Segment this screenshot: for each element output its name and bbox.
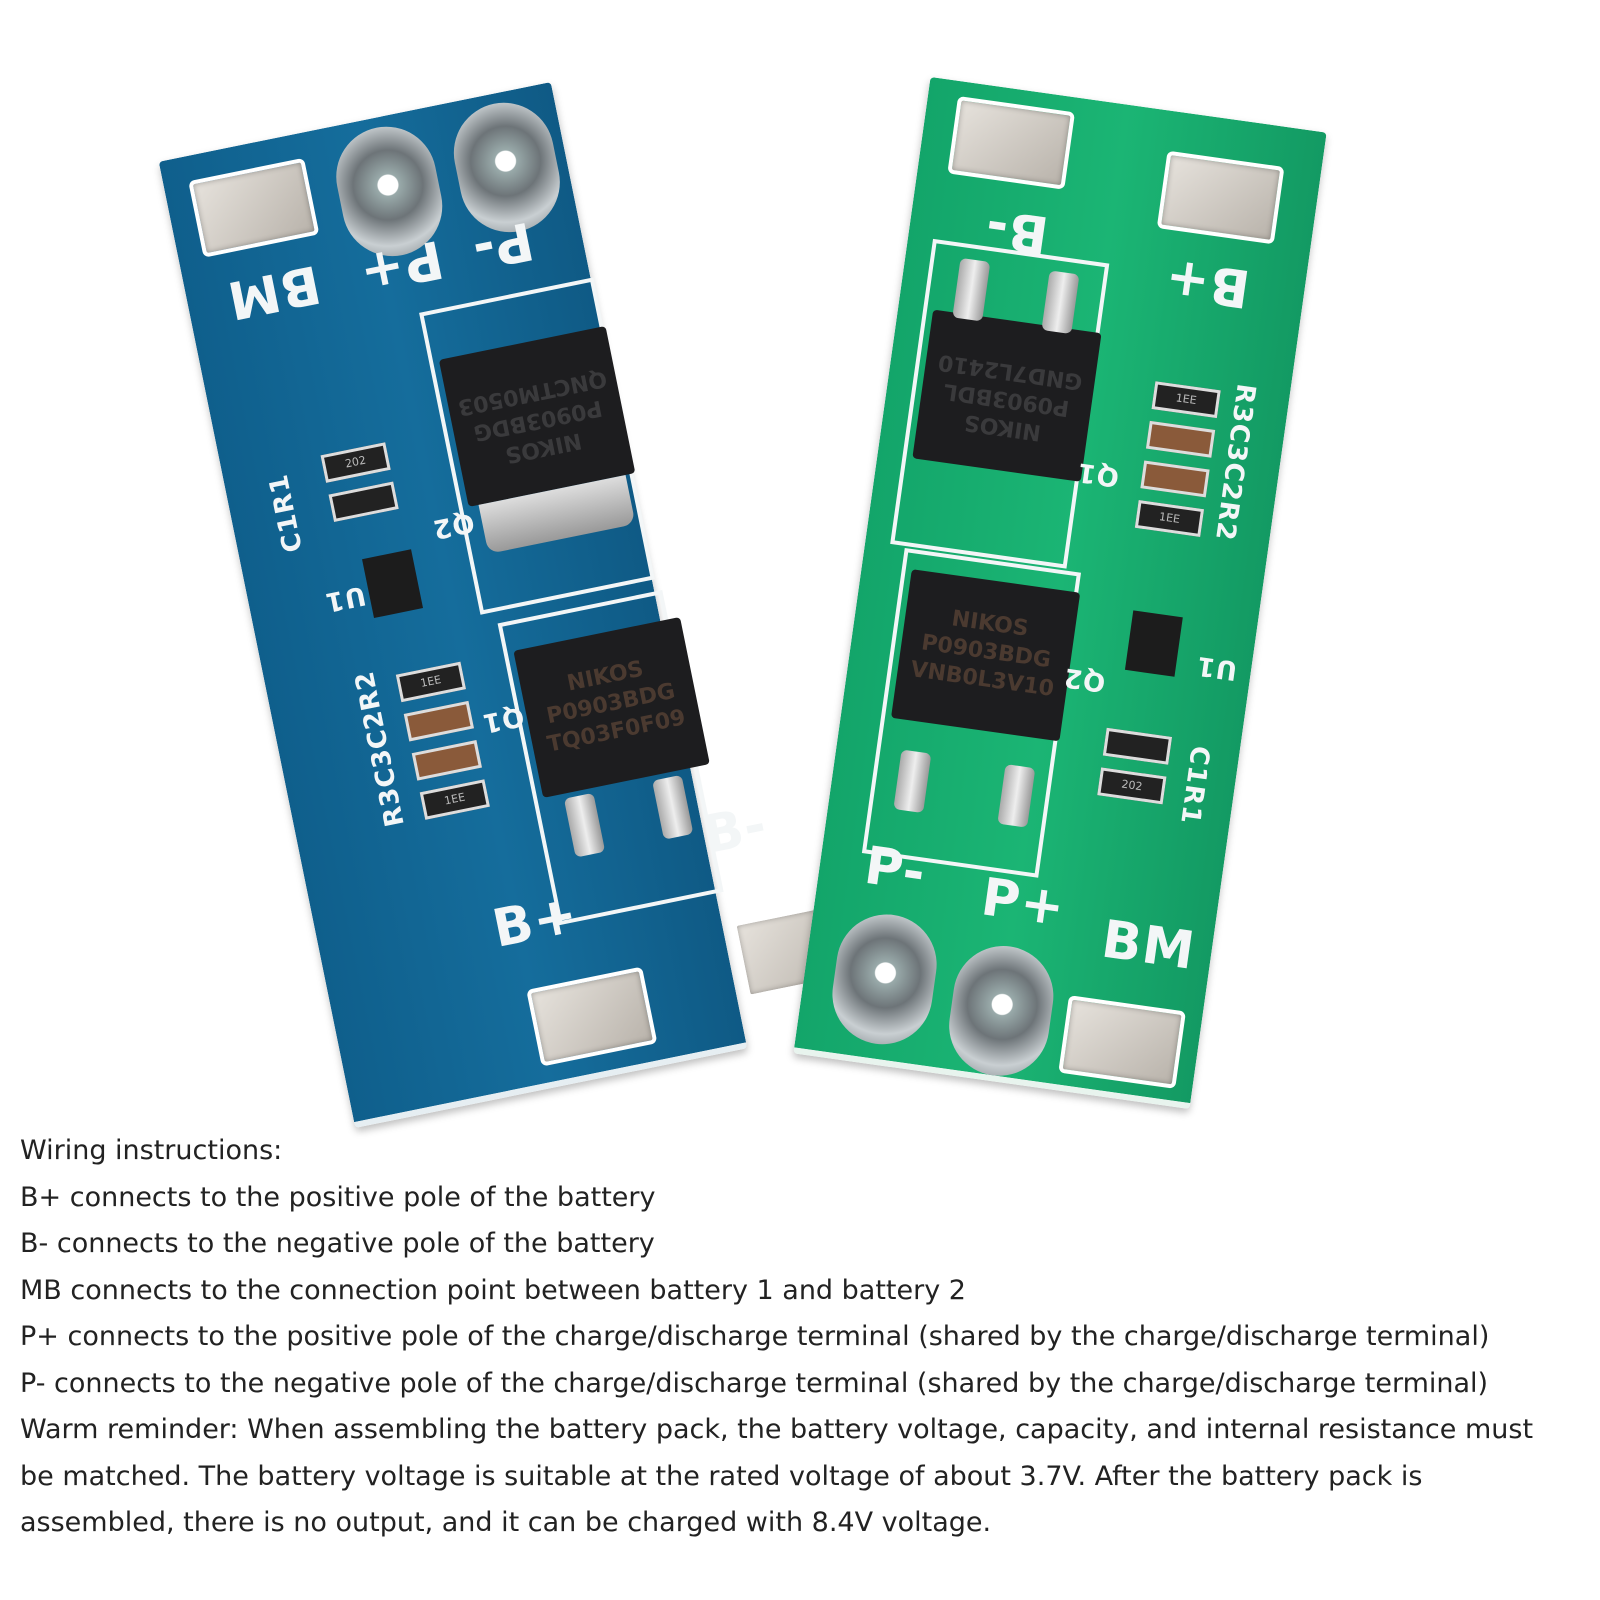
instruction-line: Warm reminder: When assembling the batte… bbox=[20, 1414, 1534, 1445]
resistor-r3: 1EE bbox=[1151, 381, 1221, 419]
silk-q2: Q2 bbox=[1061, 661, 1108, 698]
capacitor-c2 bbox=[1140, 460, 1210, 498]
silk-p-plus: P+ bbox=[977, 867, 1069, 939]
silk-c1r1: C1R1 bbox=[263, 471, 309, 555]
silk-bm: BM bbox=[1098, 909, 1199, 982]
instruction-line: B+ connects to the positive pole of the … bbox=[20, 1181, 656, 1213]
mosfet-q1: NIKOS P0903BDL GND7L2410 bbox=[912, 309, 1102, 482]
b-plus-pad bbox=[1156, 150, 1285, 245]
pcb-board-green: B- B+ NIKOS P0903BDL GND7L2410 Q1 1EE 1E… bbox=[793, 76, 1327, 1110]
protection-ic-u1 bbox=[1124, 610, 1183, 677]
instruction-line: assembled, there is no output, and it ca… bbox=[20, 1507, 992, 1538]
capacitor-c1 bbox=[1102, 727, 1173, 765]
capacitor-c1 bbox=[328, 481, 399, 523]
silk-b-minus: B- bbox=[698, 794, 773, 866]
silk-b-plus: B+ bbox=[487, 884, 584, 960]
resistor-r2: 1EE bbox=[395, 661, 467, 703]
silk-bm: BM bbox=[221, 252, 326, 331]
silk-b-plus: B+ bbox=[1160, 246, 1254, 319]
silk-u1: U1 bbox=[321, 579, 369, 618]
pcb-board-blue: BM P+ P- NIKOS P0903BDG QNCTM0503 Q2 202… bbox=[158, 82, 864, 1128]
resistor-r1: 202 bbox=[320, 442, 391, 483]
bm-pad bbox=[1058, 995, 1186, 1089]
silk-u1: U1 bbox=[1194, 649, 1240, 686]
instruction-line: be matched. The battery voltage is suita… bbox=[20, 1460, 1423, 1492]
instruction-line: B- connects to the negative pole of the … bbox=[20, 1228, 655, 1259]
p-minus-solder-hole bbox=[825, 908, 944, 1051]
capacitor-c3 bbox=[1145, 420, 1216, 458]
silk-q1: Q1 bbox=[1075, 456, 1121, 492]
instruction-line: MB connects to the connection point betw… bbox=[20, 1274, 966, 1306]
instruction-line: P+ connects to the positive pole of the … bbox=[20, 1321, 1490, 1352]
resistor-r3: 1EE bbox=[419, 779, 490, 820]
silk-p-minus: P- bbox=[860, 835, 930, 904]
wiring-instructions: Wiring instructions: B+ connects to the … bbox=[20, 1128, 1590, 1547]
silk-c1r1: C1R1 bbox=[1174, 743, 1215, 827]
protection-ic-u1 bbox=[362, 549, 424, 619]
b-plus-pad bbox=[526, 966, 658, 1067]
p-plus-solder-hole bbox=[942, 939, 1060, 1083]
silk-p-minus: P- bbox=[466, 209, 539, 281]
bm-pad bbox=[188, 157, 320, 258]
capacitor-c3 bbox=[411, 740, 482, 781]
instruction-line: P- connects to the negative pole of the … bbox=[20, 1367, 1489, 1399]
mosfet-q2: NIKOS P0903BDG VNB0L3V10 bbox=[891, 569, 1081, 742]
b-minus-pad bbox=[947, 95, 1076, 190]
resistor-r1: 202 bbox=[1097, 767, 1167, 805]
resistor-r2: 1EE bbox=[1134, 500, 1205, 537]
instructions-heading: Wiring instructions: bbox=[20, 1135, 283, 1166]
capacitor-c2 bbox=[403, 700, 475, 742]
